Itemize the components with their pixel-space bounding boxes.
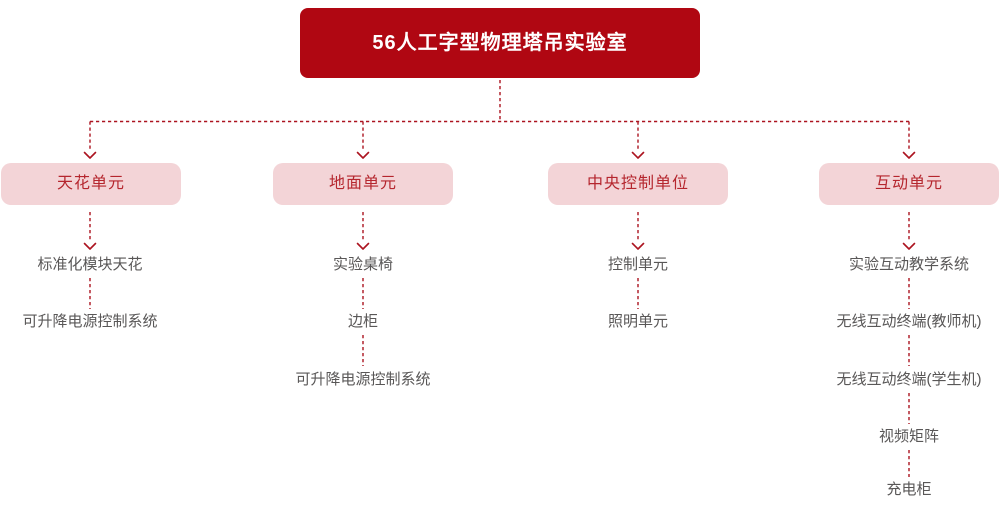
branch-node-central-control-unit: 中央控制单位 xyxy=(548,163,728,205)
branch-node-interactive-unit: 互动单元 xyxy=(819,163,999,205)
leaf-item: 实验互动教学系统 xyxy=(848,256,969,273)
arrowhead-col3 xyxy=(631,151,645,159)
branch-arrowhead-col4 xyxy=(902,242,916,250)
arrowhead-col2 xyxy=(356,151,370,159)
arrowhead-col4 xyxy=(902,151,916,159)
leaf-item: 标准化模块天花 xyxy=(37,256,143,273)
leaf-item: 视频矩阵 xyxy=(878,428,939,445)
branch-arrowhead-col1 xyxy=(83,242,97,250)
branch-node-ceiling-unit: 天花单元 xyxy=(1,163,181,205)
branch-arrowhead-col3 xyxy=(631,242,645,250)
branch-arrowhead-col2 xyxy=(356,242,370,250)
arrowhead-col1 xyxy=(83,151,97,159)
leaf-item: 无线互动终端(教师机) xyxy=(836,313,982,330)
leaf-item: 照明单元 xyxy=(607,313,668,330)
leaf-item: 无线互动终端(学生机) xyxy=(836,371,982,388)
branch-node-ground-unit: 地面单元 xyxy=(273,163,453,205)
leaf-item: 边柜 xyxy=(347,313,378,330)
leaf-item: 可升降电源控制系统 xyxy=(295,371,431,388)
root-node: 56人工字型物理塔吊实验室 xyxy=(300,8,700,78)
leaf-item: 控制单元 xyxy=(607,256,668,273)
leaf-item: 充电柜 xyxy=(886,481,932,498)
leaf-item: 可升降电源控制系统 xyxy=(22,313,158,330)
leaf-item: 实验桌椅 xyxy=(332,256,393,273)
